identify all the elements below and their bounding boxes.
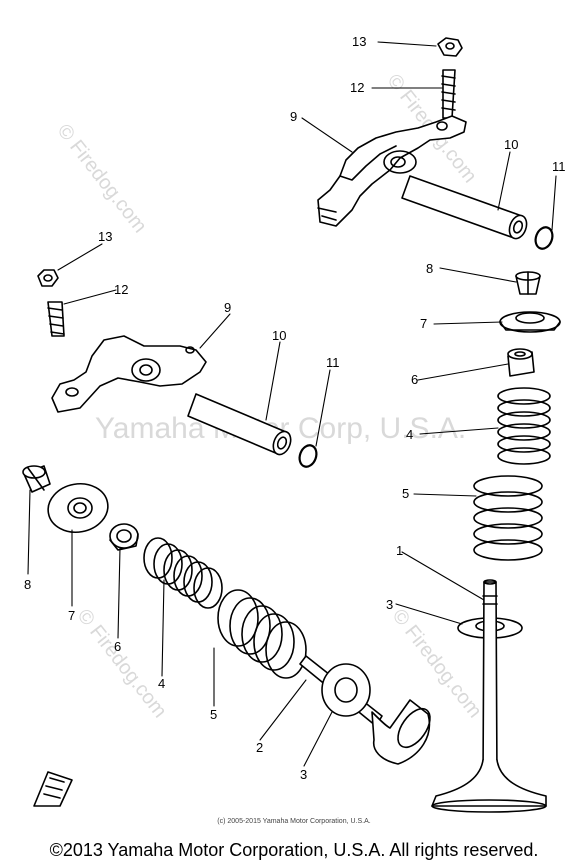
rocker-shaft-top <box>401 175 528 240</box>
callout-top-9: 9 <box>290 109 298 124</box>
rocker-shaft-left <box>187 393 292 456</box>
callout-right-7: 7 <box>420 316 428 331</box>
rocker-arm-top <box>317 115 467 227</box>
valve-right <box>431 579 547 813</box>
seal-right <box>507 348 535 377</box>
callout-left-12: 12 <box>114 282 129 297</box>
collet-right <box>515 271 541 295</box>
callout-top-13: 13 <box>352 34 367 49</box>
callout-right-5: 5 <box>402 486 410 501</box>
callout-top-12: 12 <box>350 80 365 95</box>
callout-right-1: 1 <box>396 543 404 558</box>
callout-top-10: 10 <box>504 137 519 152</box>
valve-low <box>299 655 431 765</box>
adjust-screw-left <box>47 301 65 337</box>
small-copyright: (c) 2005-2015 Yamaha Motor Corporation, … <box>217 818 371 825</box>
footer-copyright: ©2013 Yamaha Motor Corporation, U.S.A. A… <box>49 840 539 860</box>
outer-spring-low <box>217 589 307 679</box>
inner-spring-low <box>143 537 223 609</box>
callout-low-2: 2 <box>256 740 264 755</box>
o-ring-left <box>298 444 318 468</box>
retainer-low <box>47 482 109 534</box>
callout-right-3: 3 <box>386 597 394 612</box>
bracket-icon <box>33 771 73 807</box>
rocker-arm-left <box>51 335 207 413</box>
callout-low-5: 5 <box>210 707 218 722</box>
nut-left <box>37 269 59 287</box>
callout-right-6: 6 <box>411 372 419 387</box>
callout-top-11: 11 <box>552 159 566 174</box>
callout-low-6: 6 <box>114 639 122 654</box>
callout-low-8: 8 <box>24 577 32 592</box>
callout-left-11: 11 <box>326 355 340 370</box>
outer-spring-right <box>473 475 543 561</box>
callout-left-10: 10 <box>272 328 287 343</box>
seal-low <box>109 523 139 551</box>
nut-top <box>437 37 463 57</box>
inner-spring-right <box>497 387 551 465</box>
callout-left-9: 9 <box>224 300 232 315</box>
callout-low-7: 7 <box>68 608 76 623</box>
collet-low <box>22 465 51 493</box>
callout-low-3: 3 <box>300 767 308 782</box>
retainer-right <box>499 311 561 333</box>
callout-right-4: 4 <box>406 427 414 442</box>
callout-left-13: 13 <box>98 229 113 244</box>
adjust-screw-top <box>441 69 456 119</box>
callout-low-4: 4 <box>158 676 166 691</box>
o-ring-top <box>534 226 554 250</box>
callout-right-8: 8 <box>426 261 434 276</box>
